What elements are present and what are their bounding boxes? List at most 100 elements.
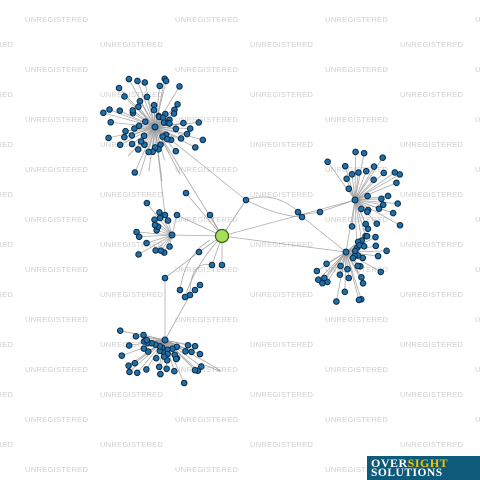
graph-node xyxy=(337,262,344,270)
watermark-text: UNREGISTERED xyxy=(250,290,313,299)
watermark-text: UNREGISTERED xyxy=(175,115,238,124)
graph-node xyxy=(389,209,397,217)
graph-edge xyxy=(164,339,196,371)
node-layer xyxy=(100,75,404,387)
graph-node xyxy=(316,208,324,216)
watermark-text: UNREGISTERED xyxy=(475,415,480,424)
graph-node xyxy=(396,171,404,178)
focus-node xyxy=(214,228,230,244)
graph-node xyxy=(170,367,178,375)
graph-node xyxy=(383,247,390,255)
watermark-text: UNREGISTERED xyxy=(325,15,388,24)
graph-node xyxy=(379,154,387,161)
watermark-text: UNREGISTERED xyxy=(400,290,463,299)
graph-node xyxy=(137,138,145,145)
graph-node xyxy=(218,261,226,269)
graph-node xyxy=(362,220,370,228)
graph-node xyxy=(151,221,159,229)
graph-node xyxy=(131,359,139,367)
graph-node xyxy=(341,162,349,170)
graph-node xyxy=(343,175,350,183)
graph-edge xyxy=(354,199,384,206)
watermark-text: UNREGISTERED xyxy=(250,140,313,149)
graph-node xyxy=(126,368,133,376)
graph-edge xyxy=(154,126,170,154)
graph-node xyxy=(172,355,180,363)
graph-node xyxy=(372,233,379,241)
graph-node xyxy=(182,348,189,355)
graph-edge xyxy=(354,199,398,204)
graph-node xyxy=(180,119,187,127)
watermark-text: UNREGISTERED xyxy=(400,90,463,99)
graph-node xyxy=(196,281,204,289)
graph-node xyxy=(196,350,204,358)
watermark-text: UNREGISTERED xyxy=(25,215,88,224)
graph-node xyxy=(394,200,402,207)
graph-edge xyxy=(119,126,156,146)
graph-edge xyxy=(299,199,356,216)
graph-node xyxy=(345,185,353,193)
graph-edge xyxy=(154,126,163,181)
graph-node xyxy=(157,370,164,378)
hub-node xyxy=(168,231,176,239)
graph-node xyxy=(384,192,392,200)
graph-node xyxy=(355,296,363,304)
graph-node xyxy=(177,135,185,142)
graph-node xyxy=(128,140,136,148)
logo-word-over: OVER xyxy=(371,456,408,470)
graph-node xyxy=(163,365,170,373)
graph-node xyxy=(188,348,195,356)
graph-node xyxy=(180,379,188,387)
graph-node xyxy=(116,107,124,114)
watermark-text: UNREGISTERED xyxy=(100,440,163,449)
graph-node xyxy=(341,288,349,296)
graph-node xyxy=(143,93,151,101)
watermark-text: UNREGISTERED xyxy=(475,215,480,224)
graph-node xyxy=(152,354,160,362)
graph-node xyxy=(100,109,107,117)
graph-node xyxy=(199,136,207,144)
watermark-text: UNREGISTERED xyxy=(325,65,388,74)
graph-edge xyxy=(164,339,189,346)
graph-node xyxy=(135,103,142,111)
graph-node xyxy=(128,132,136,139)
graph-node xyxy=(125,342,133,349)
graph-edge xyxy=(110,121,156,128)
watermark-text: UNREGISTERED xyxy=(100,390,163,399)
graph-node xyxy=(344,265,351,273)
watermark-text: UNREGISTERED xyxy=(400,190,463,199)
graph-node xyxy=(348,171,356,178)
watermark-text: UNREGISTERED xyxy=(400,390,463,399)
graph-node xyxy=(333,298,340,305)
graph-node xyxy=(143,336,151,344)
watermark-text: UNREGISTERED xyxy=(175,215,238,224)
watermark-text: UNREGISTERED xyxy=(250,440,313,449)
watermark-text: UNREGISTERED xyxy=(25,165,88,174)
graph-edge xyxy=(119,110,156,128)
graph-edge xyxy=(351,199,356,227)
graph-node xyxy=(116,141,124,149)
watermark-text: UNREGISTERED xyxy=(100,240,163,249)
watermark-text: UNREGISTERED xyxy=(175,265,238,274)
graph-edge xyxy=(354,199,363,241)
graph-node xyxy=(143,199,151,207)
watermark-text: UNREGISTERED xyxy=(0,390,13,399)
graph-node xyxy=(378,195,385,203)
watermark-text: UNREGISTERED xyxy=(0,290,13,299)
graph-node xyxy=(377,268,385,276)
watermark-text: UNREGISTERED xyxy=(400,40,463,49)
watermark-text: UNREGISTERED xyxy=(400,340,463,349)
graph-node xyxy=(360,243,368,250)
graph-edge xyxy=(154,80,167,128)
watermark-text: UNREGISTERED xyxy=(475,315,480,324)
hub-node xyxy=(161,336,169,344)
watermark-text: UNREGISTERED xyxy=(175,365,238,374)
graph-node xyxy=(360,149,368,157)
watermark-text: UNREGISTERED xyxy=(0,140,13,149)
graph-node xyxy=(370,176,377,184)
graph-edge xyxy=(345,251,360,301)
graph-node xyxy=(159,133,166,140)
watermark-text: UNREGISTERED xyxy=(25,315,88,324)
watermark-text: UNREGISTERED xyxy=(25,265,88,274)
graph-node xyxy=(134,146,142,153)
